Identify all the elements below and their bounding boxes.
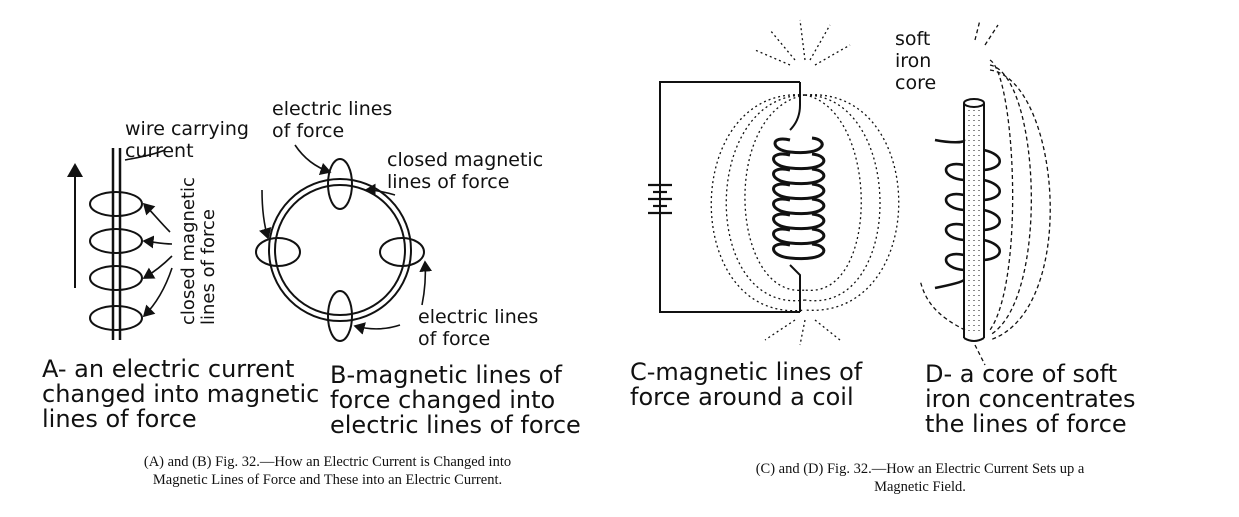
panel-d-artwork xyxy=(919,19,1051,366)
magnetic-field-lines xyxy=(710,19,900,346)
electric-lines-label-top: electric lines of force xyxy=(272,98,393,142)
electric-loops xyxy=(255,158,425,342)
closed-magnetic-lines-label: closed magnetic lines of force xyxy=(387,149,544,193)
panel-a-caption: A- an electric current changed into magn… xyxy=(42,355,320,433)
coil-windings xyxy=(772,136,826,261)
concentrated-field-lines xyxy=(919,19,1051,366)
panel-b-artwork xyxy=(255,144,433,342)
leader-arrows xyxy=(259,144,433,335)
wire-carrying-current-label: wire carrying current xyxy=(125,118,249,162)
figure-caption-right: (C) and (D) Fig. 32.—How an Electric Cur… xyxy=(755,461,1085,495)
electric-lines-label-bottom: electric lines of force xyxy=(418,306,539,350)
panel-c-artwork xyxy=(648,19,900,346)
figure-caption-left: (A) and (B) Fig. 32.—How an Electric Cur… xyxy=(143,454,512,488)
panel-c-caption: C-magnetic lines of force around a coil xyxy=(630,358,863,411)
panel-d-caption: D- a core of soft iron concentrates the … xyxy=(925,360,1136,438)
panel-a-artwork xyxy=(67,148,173,340)
closed-magnetic-lines-label-rotated: closed magnetic lines of force xyxy=(178,177,219,325)
magnetic-loops xyxy=(89,191,143,331)
battery-icon xyxy=(648,183,672,215)
ring-conductor-inner xyxy=(274,184,406,316)
soft-iron-core-label: soft iron core xyxy=(895,28,937,94)
circuit-wire xyxy=(659,81,800,313)
panel-b-caption: B-magnetic lines of force changed into e… xyxy=(330,361,581,439)
iron-core xyxy=(963,98,985,342)
core-coil xyxy=(934,138,1001,290)
loop-leader-lines xyxy=(124,149,173,318)
ring-conductor-outer xyxy=(268,178,412,322)
